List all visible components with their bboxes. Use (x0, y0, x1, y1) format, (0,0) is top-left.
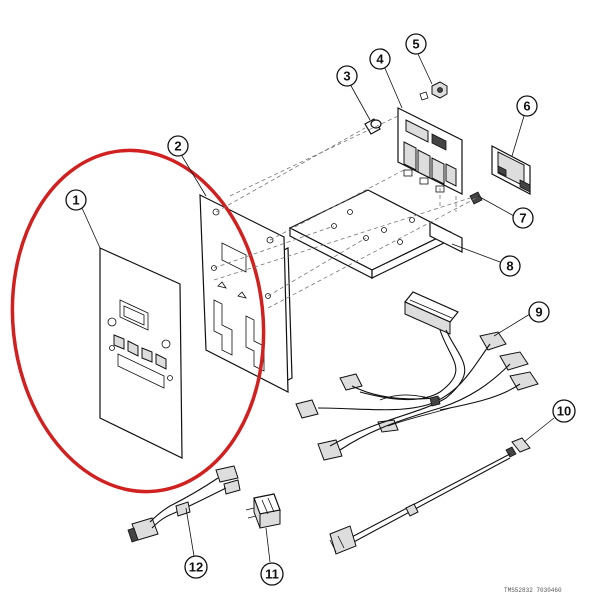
part-3-standoff (364, 118, 382, 135)
part-2-mounting-bracket (199, 194, 293, 393)
part-11-connector (245, 493, 281, 529)
callout-4: 4 (369, 48, 391, 70)
reference-code: TMS52832 7030460 (504, 587, 562, 594)
callout-5: 5 (405, 33, 427, 55)
callout-1-label: 1 (72, 193, 79, 208)
callout-10: 10 (552, 399, 576, 423)
callout-7: 7 (512, 207, 534, 229)
part-8-mounting-tray (288, 189, 463, 279)
callout-1: 1 (65, 189, 87, 211)
callout-6-label: 6 (523, 99, 530, 114)
callout-9-label: 9 (535, 305, 542, 320)
callout-5-label: 5 (412, 37, 419, 52)
part-7-screw (469, 191, 483, 205)
assembly-dashed-lines (213, 115, 481, 309)
part-10-cable (329, 437, 531, 555)
part-12-small-harness (127, 465, 241, 543)
callout-8-label: 8 (506, 259, 513, 274)
callout-12-label: 12 (189, 560, 203, 575)
part-1-overlay-panel (99, 247, 183, 459)
callout-2: 2 (167, 135, 189, 157)
callout-3: 3 (336, 65, 358, 87)
callout-8: 8 (499, 255, 521, 277)
callout-6: 6 (516, 95, 538, 117)
callout-9: 9 (528, 301, 550, 323)
callout-11: 11 (260, 562, 284, 586)
callout-4-label: 4 (376, 52, 384, 67)
part-5-nut (419, 81, 448, 101)
part-4-control-board (397, 107, 463, 195)
part-9-main-harness (295, 291, 539, 461)
callout-12: 12 (184, 555, 208, 579)
leader-lines (81, 53, 555, 563)
callout-2-label: 2 (174, 139, 181, 154)
highlight-ellipse (10, 148, 266, 494)
callout-3-label: 3 (343, 69, 350, 84)
callout-7-label: 7 (519, 211, 526, 226)
part-6-small-board (491, 145, 531, 195)
callout-11-label: 11 (265, 567, 279, 582)
callout-10-label: 10 (557, 404, 571, 419)
